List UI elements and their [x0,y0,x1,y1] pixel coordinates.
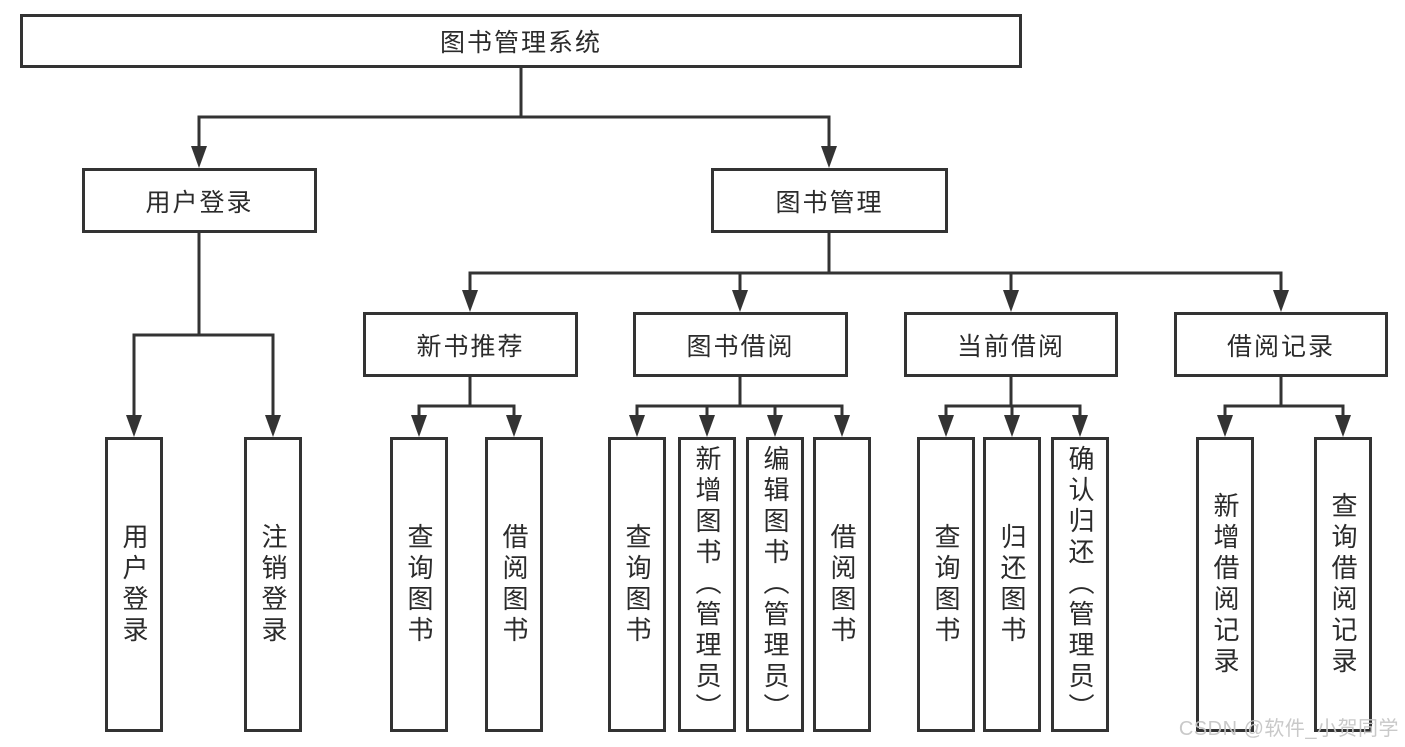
node-bb-query-book: 查询图书 [608,437,666,732]
node-library-management-system: 图书管理系统 [20,14,1022,68]
node-bb-edit-book: 编辑图书（管理员） [746,437,804,732]
node-bb-borrow-book: 借阅图书 [813,437,871,732]
node-label: 确认归还（管理员） [1065,445,1095,724]
node-label: 新书推荐 [416,332,525,361]
node-bb-add-book: 新增图书（管理员） [678,437,736,732]
node-label: 图书管理 [775,188,884,217]
node-new-book-recommend: 新书推荐 [363,312,578,377]
node-nb-borrow-book: 借阅图书 [485,437,543,732]
node-label: 新增图书（管理员） [692,445,722,724]
node-label: 查询图书 [931,522,961,647]
node-label: 图书管理系统 [439,29,602,57]
arrowheads [126,146,1351,437]
node-label: 借阅图书 [827,522,857,647]
node-user-login-branch: 用户登录 [82,168,317,233]
node-current-borrowing: 当前借阅 [904,312,1118,377]
node-book-borrowing: 图书借阅 [633,312,848,377]
node-book-management: 图书管理 [711,168,948,233]
node-label: 图书借阅 [686,332,795,361]
node-label: 新增借阅记录 [1210,491,1240,678]
node-label: 借阅图书 [499,522,529,647]
node-label: 查询图书 [404,522,434,647]
node-label: 用户登录 [119,522,149,647]
node-cb-query-book: 查询图书 [917,437,975,732]
node-cb-confirm-return: 确认归还（管理员） [1051,437,1109,732]
node-user-login-leaf: 用户登录 [105,437,163,732]
csdn-watermark: CSDN @软件_小贺同学 [1178,718,1399,740]
node-logout: 注销登录 [244,437,302,732]
node-label: 归还图书 [997,522,1027,647]
node-label: 查询图书 [622,522,652,647]
node-label: 借阅记录 [1226,332,1335,361]
node-borrowing-records: 借阅记录 [1174,312,1388,377]
node-label: 查询借阅记录 [1328,491,1358,678]
node-label: 用户登录 [145,188,254,217]
node-label: 编辑图书（管理员） [760,445,790,724]
node-label: 当前借阅 [956,332,1065,361]
node-nb-query-book: 查询图书 [390,437,448,732]
node-label: 注销登录 [258,522,288,647]
node-br-query-record: 查询借阅记录 [1314,437,1372,732]
node-br-add-record: 新增借阅记录 [1196,437,1254,732]
node-cb-return-book: 归还图书 [983,437,1041,732]
